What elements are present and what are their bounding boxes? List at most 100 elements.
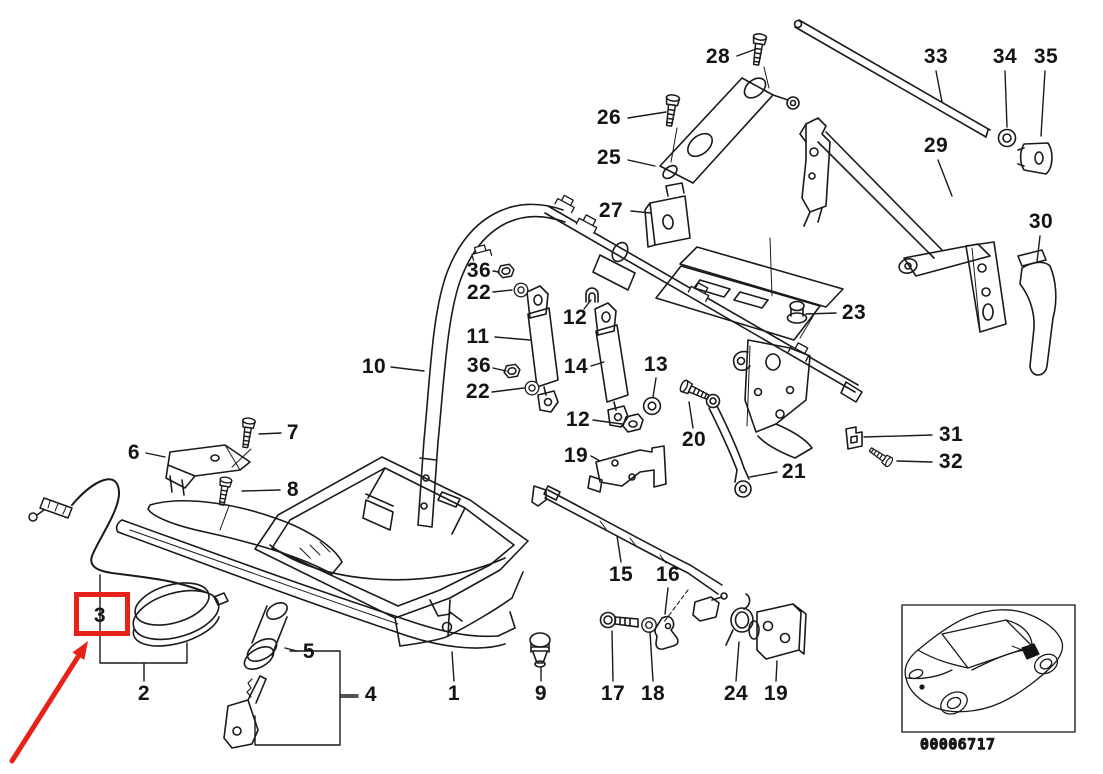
part-drawing-19-bracket: [587, 445, 667, 493]
leader-8: [241, 489, 281, 492]
leader-34: [1004, 70, 1008, 128]
part-drawing-24-spring: [725, 593, 754, 646]
callout-5[interactable]: 5: [302, 640, 316, 663]
leader-28: [736, 48, 757, 57]
callout-12[interactable]: 12: [562, 306, 588, 329]
diagram-code: 00006717: [920, 737, 995, 753]
callout-7[interactable]: 7: [286, 421, 300, 444]
part-drawing-34-grommet: [997, 128, 1017, 148]
callout-2[interactable]: 2: [137, 682, 151, 705]
callout-16[interactable]: 16: [655, 563, 681, 586]
part-drawing-frame: [655, 237, 844, 459]
callout-21[interactable]: 21: [781, 460, 807, 483]
leader-35: [1040, 70, 1046, 137]
callout-28[interactable]: 28: [705, 45, 731, 68]
leader-1: [451, 651, 455, 682]
leader-33: [935, 70, 943, 103]
callout-36[interactable]: 36: [466, 354, 492, 377]
callout-31[interactable]: 31: [938, 423, 964, 446]
part-drawing-14-strut: [594, 302, 629, 428]
callout-36[interactable]: 36: [466, 259, 492, 282]
leader-18: [649, 631, 654, 682]
callout-34[interactable]: 34: [992, 45, 1018, 68]
part-drawing-35-knob: [1017, 142, 1053, 175]
leader-15: [616, 535, 622, 563]
leader-22: [492, 289, 513, 293]
leader-30: [1036, 235, 1041, 263]
leader-23: [805, 312, 837, 315]
callout-3[interactable]: 3: [93, 604, 107, 627]
callout-19[interactable]: 19: [763, 682, 789, 705]
leader-10: [390, 366, 425, 372]
callout-17[interactable]: 17: [600, 682, 626, 705]
callout-35[interactable]: 35: [1033, 45, 1059, 68]
leader-14: [590, 361, 605, 367]
part-drawing-31-clip: [845, 426, 863, 450]
leader-11: [494, 336, 531, 341]
leader-5: [284, 647, 298, 652]
callout-13[interactable]: 13: [643, 353, 669, 376]
callout-12[interactable]: 12: [565, 408, 591, 431]
callout-27[interactable]: 27: [598, 199, 624, 222]
part-drawing-28-screw: [748, 32, 770, 89]
callout-8[interactable]: 8: [286, 478, 300, 501]
leader-36: [492, 270, 500, 273]
callout-20[interactable]: 20: [681, 428, 707, 451]
part-drawing-29-l-bracket: [898, 241, 1007, 333]
leader-16: [664, 587, 669, 615]
part-drawing-cable: [28, 478, 206, 593]
callout-18[interactable]: 18: [640, 682, 666, 705]
leader-20: [688, 401, 694, 429]
leader-19: [590, 455, 601, 462]
callout-23[interactable]: 23: [841, 301, 867, 324]
callout-9[interactable]: 9: [534, 682, 548, 705]
callout-22[interactable]: 22: [466, 281, 492, 304]
part-drawing-tray: [254, 456, 547, 647]
callout-29[interactable]: 29: [923, 134, 949, 157]
callout-11[interactable]: 11: [466, 325, 490, 348]
highlight-box-part-3[interactable]: [74, 592, 130, 636]
part-drawing-29-rod: [799, 117, 943, 259]
callout-25[interactable]: 25: [596, 146, 622, 169]
callout-4[interactable]: 4: [364, 683, 378, 706]
leader-25: [627, 159, 656, 167]
leader-31: [863, 434, 933, 438]
leader-17: [611, 630, 614, 682]
callout-1[interactable]: 1: [447, 682, 461, 705]
part-drawing-5-lock-cylinder: [243, 602, 288, 670]
part-drawing-27-bracket: [644, 182, 691, 248]
callout-32[interactable]: 32: [938, 450, 964, 473]
callout-14[interactable]: 14: [563, 355, 589, 378]
part-drawing-9-button: [529, 632, 551, 668]
callout-33[interactable]: 33: [923, 45, 949, 68]
part-drawing-10-strap: [417, 203, 566, 528]
part-drawing-18-washer: [641, 617, 657, 633]
callout-30[interactable]: 30: [1028, 210, 1054, 233]
leader-lines: [143, 48, 1046, 696]
part-drawing-15-rail: [543, 485, 728, 623]
part-drawing-19-striker: [748, 603, 807, 660]
callout-24[interactable]: 24: [723, 682, 749, 705]
part-drawing-fasteners: [496, 262, 662, 433]
callout-22[interactable]: 22: [465, 380, 491, 403]
part-drawing-lid-panel: [147, 500, 343, 575]
bracket-lines: [99, 574, 359, 746]
highlight-arrow: [9, 641, 88, 764]
callout-19[interactable]: 19: [563, 444, 589, 467]
callout-26[interactable]: 26: [596, 106, 622, 129]
callout-6[interactable]: 6: [127, 441, 141, 464]
part-drawing-32-screw: [866, 444, 895, 469]
part-drawing-17-bolt: [599, 611, 639, 629]
part-drawing-30-lever: [1017, 249, 1057, 376]
callout-15[interactable]: 15: [608, 563, 634, 586]
leader-7: [258, 432, 282, 435]
callout-10[interactable]: 10: [361, 355, 387, 378]
leader-22: [491, 387, 525, 393]
part-drawing-6-bracket: [165, 444, 251, 496]
part-drawing-key: [223, 675, 267, 749]
leader-29: [937, 159, 953, 197]
part-drawing-25: [659, 77, 800, 184]
part-drawing-11-strut: [526, 285, 559, 413]
